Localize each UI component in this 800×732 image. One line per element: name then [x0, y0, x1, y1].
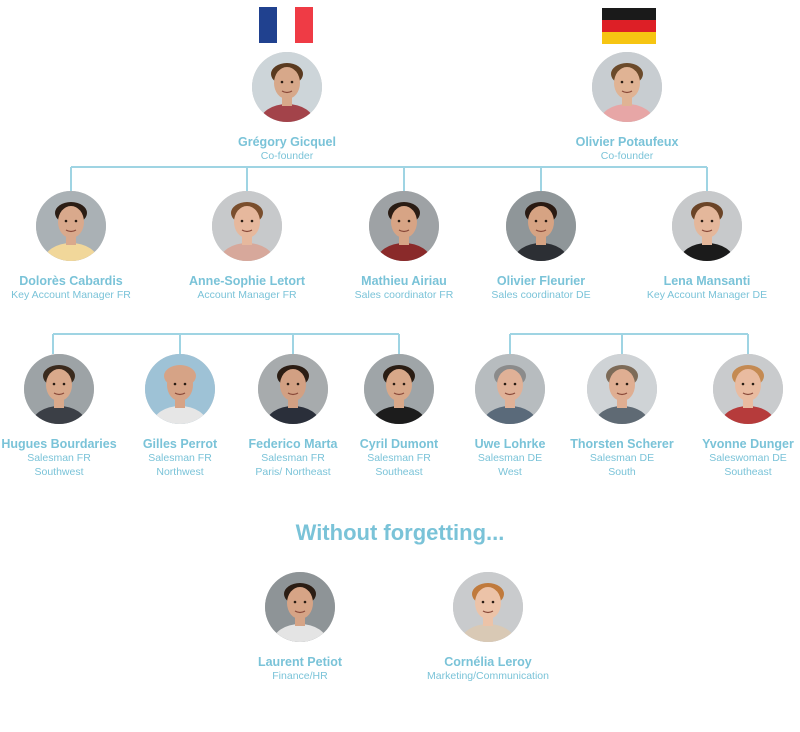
portrait-graphic [475, 354, 545, 424]
avatar [672, 191, 742, 261]
person-role: Salesman FR [367, 452, 431, 464]
portrait-graphic [212, 191, 282, 261]
person-role: Saleswoman DE [709, 452, 787, 464]
portrait-graphic [36, 191, 106, 261]
person-name: Hugues Bourdaries [1, 437, 117, 451]
portrait-graphic [258, 354, 328, 424]
person-role: Co-founder [260, 150, 314, 162]
section-heading: Without forgetting... [295, 520, 505, 545]
person-role: Sales coordinator DE [491, 289, 591, 301]
person-region: West [498, 466, 522, 478]
person-role: Salesman DE [477, 452, 543, 464]
person-name: Cyril Dumont [359, 437, 439, 451]
person-role: Co-founder [600, 150, 654, 162]
person-region: Northwest [156, 466, 204, 478]
portrait-graphic [145, 354, 215, 424]
person-name: Dolorès Cabardis [19, 274, 123, 288]
person-name: Cornélia Leroy [444, 655, 532, 669]
connector-lines [52, 166, 749, 354]
person-name: Federico Marta [248, 437, 338, 451]
person-region: Paris/ Northeast [255, 466, 331, 478]
portrait-graphic [252, 52, 322, 122]
portrait-graphic [587, 354, 657, 424]
portrait-graphic [265, 572, 335, 642]
avatar [258, 354, 328, 424]
person-name: Thorsten Scherer [570, 437, 674, 451]
person-role: Marketing/Communication [427, 670, 549, 682]
person-name: Olivier Potaufeux [575, 135, 679, 149]
person-role: Salesman FR [148, 452, 212, 464]
germany-flag-icon [602, 8, 656, 44]
portrait-graphic [453, 572, 523, 642]
avatar [587, 354, 657, 424]
avatar [475, 354, 545, 424]
avatar [713, 354, 783, 424]
person-name: Uwe Lohrke [474, 437, 546, 451]
person-region: South [608, 466, 636, 478]
person-role: Salesman FR [261, 452, 325, 464]
avatar [212, 191, 282, 261]
avatar [506, 191, 576, 261]
germany-flag-graphic [602, 8, 656, 44]
person-name: Laurent Petiot [257, 655, 343, 669]
person-role: Salesman FR [27, 452, 91, 464]
person-role: Key Account Manager FR [11, 289, 131, 301]
portrait-graphic [506, 191, 576, 261]
france-flag-graphic [259, 7, 313, 43]
avatar [24, 354, 94, 424]
person-name: Olivier Fleurier [496, 274, 586, 288]
person-name: Mathieu Airiau [361, 274, 447, 288]
avatar [592, 52, 662, 122]
person-role: Salesman DE [589, 452, 655, 464]
person-role: Account Manager FR [197, 289, 297, 301]
avatar [252, 52, 322, 122]
portrait-graphic [369, 191, 439, 261]
person-region: Southeast [375, 466, 423, 478]
avatar [364, 354, 434, 424]
portrait-graphic [672, 191, 742, 261]
avatar [36, 191, 106, 261]
portrait-graphic [713, 354, 783, 424]
portrait-graphic [592, 52, 662, 122]
portrait-graphic [364, 354, 434, 424]
portrait-graphic [24, 354, 94, 424]
person-region: Southwest [34, 466, 84, 478]
person-name: Yvonne Dunger [702, 437, 794, 451]
person-name: Lena Mansanti [663, 274, 751, 288]
france-flag-icon [259, 7, 313, 43]
avatar [145, 354, 215, 424]
person-name: Grégory Gicquel [238, 135, 336, 149]
person-role: Key Account Manager DE [646, 289, 768, 301]
person-role: Finance/HR [272, 670, 328, 682]
person-region: Southeast [724, 466, 772, 478]
avatar [369, 191, 439, 261]
person-name: Gilles Perrot [142, 437, 218, 451]
person-name: Anne-Sophie Letort [189, 274, 305, 288]
avatar [453, 572, 523, 642]
person-role: Sales coordinator FR [354, 289, 454, 301]
avatar [265, 572, 335, 642]
